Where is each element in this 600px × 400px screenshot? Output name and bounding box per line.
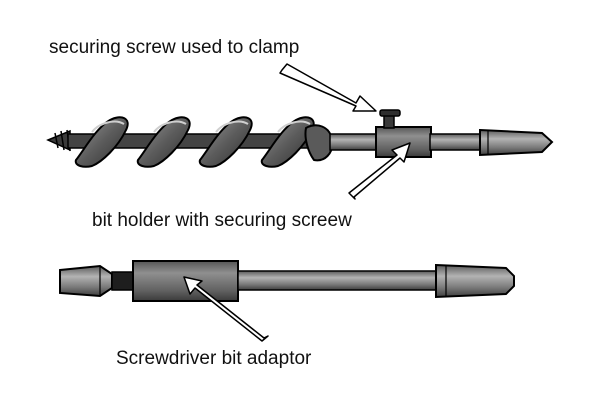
adaptor-bit-end [59,264,113,298]
pointer-arrow-screw [279,63,377,112]
screw-tip [46,129,71,152]
securing-screw [379,109,401,129]
pointer-arrow-adaptor [183,276,269,342]
auger-spiral [74,116,334,168]
adaptor-shaft [237,270,439,291]
bit-holder-label: bit holder with securing screew [92,210,352,231]
pointer-arrow-holder [348,142,411,200]
securing-screw-label: securing screw used to clamp [49,37,300,58]
auger-shaft-left [329,133,379,151]
adaptor-shank-end [435,263,515,299]
auger-shank-end [479,128,554,157]
auger-bit-assembly [46,109,554,168]
screwdriver-bit-adaptor [59,260,515,302]
adaptor-collar [111,271,135,291]
adaptor-label: Screwdriver bit adaptor [116,348,312,369]
auger-shaft-right [429,133,483,151]
